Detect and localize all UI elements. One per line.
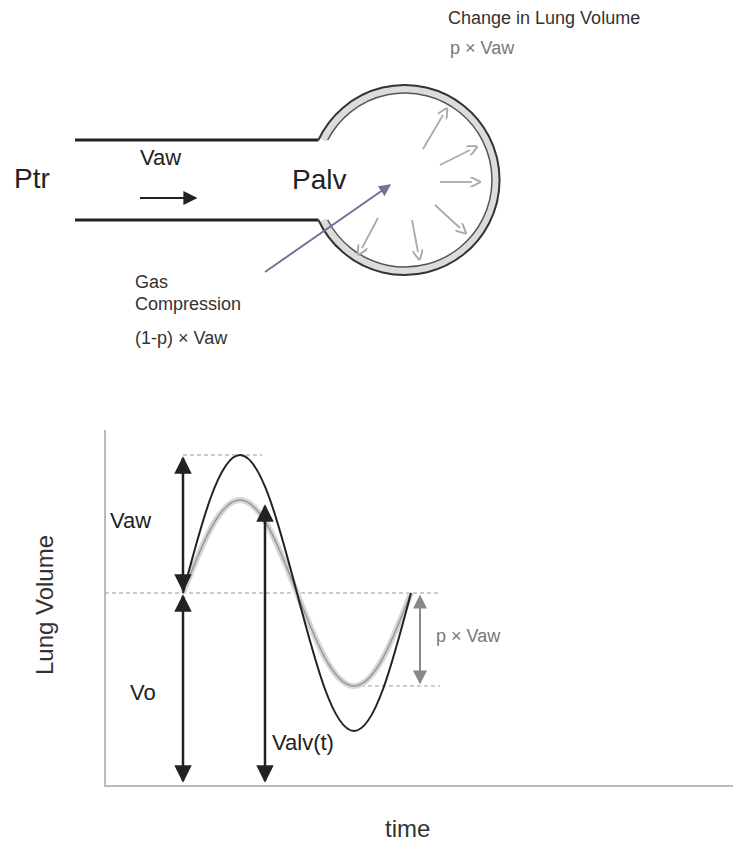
airway-volume-curve	[183, 455, 411, 731]
dimension-label: Vo	[130, 680, 156, 706]
annotation-heading: Change in Lung Volume	[448, 8, 640, 30]
dimension-arrows	[183, 458, 420, 781]
dimension-label: p × Vaw	[436, 626, 500, 648]
airway-tube	[75, 140, 318, 220]
chart-axes	[104, 430, 733, 786]
axis-title: Lung Volume	[31, 535, 60, 675]
expansion-arrows	[362, 115, 472, 252]
annotation-heading: Gas Compression	[135, 272, 265, 315]
annotation-formula: p × Vaw	[450, 38, 514, 60]
dimension-label: Vaw	[110, 508, 151, 534]
axis-title: time	[385, 815, 430, 844]
compression-pointer	[265, 185, 390, 272]
guide-lines	[105, 455, 440, 686]
pressure-label: Palv	[292, 163, 346, 197]
annotation-formula: (1-p) × Vaw	[135, 328, 227, 350]
pressure-label: Ptr	[14, 162, 50, 196]
flow-label: Vaw	[140, 145, 181, 171]
dimension-label: Valv(t)	[272, 730, 334, 756]
